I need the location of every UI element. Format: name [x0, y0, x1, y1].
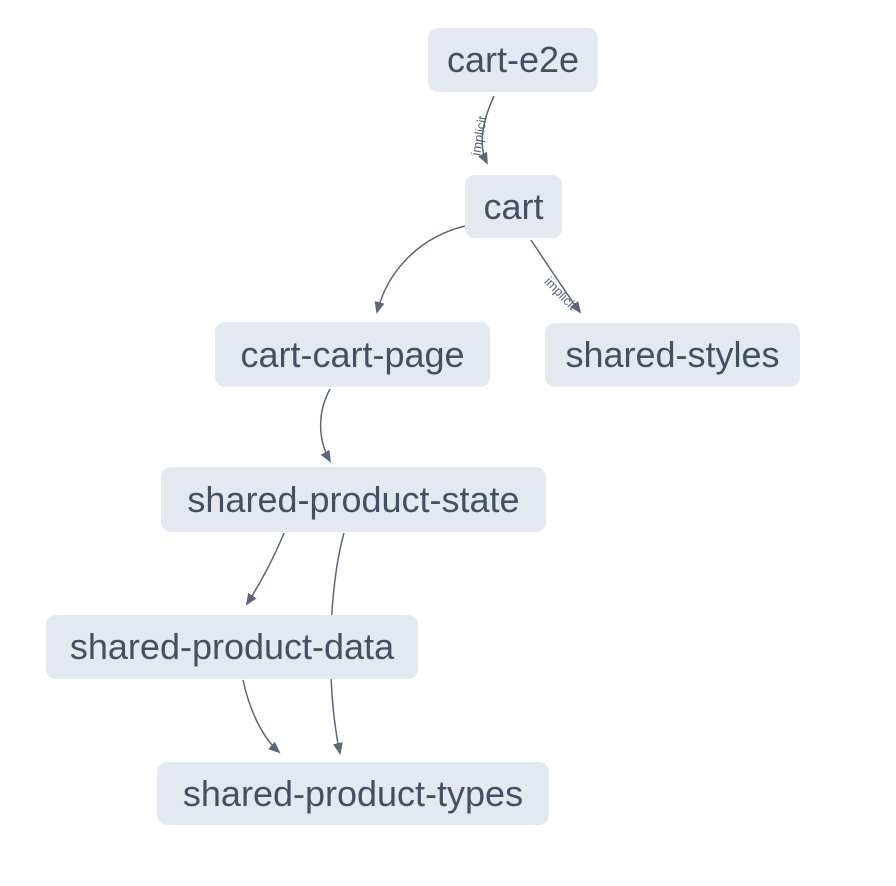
node-label: shared-product-state: [187, 478, 520, 520]
node-label: cart: [483, 185, 544, 227]
edge-label-implicit-shared-styles: implicit: [542, 274, 581, 313]
node-label: shared-product-types: [182, 772, 524, 814]
edge-cart-to-shared-styles: [530, 239, 582, 314]
edge-cart-to-cart-cart-page: [374, 225, 466, 314]
edge-label-implicit-cart-e2e: implicit: [468, 115, 490, 157]
node-shared-product-types[interactable]: shared-product-types: [157, 762, 549, 825]
node-shared-styles[interactable]: shared-styles: [545, 323, 800, 387]
node-cart-cart-page[interactable]: cart-cart-page: [215, 322, 490, 387]
edge-cart-e2e-to-cart: [478, 95, 495, 165]
node-label: cart-e2e: [446, 39, 580, 80]
node-label: shared-styles: [565, 334, 780, 375]
node-cart-e2e[interactable]: cart-e2e: [428, 28, 598, 92]
node-cart[interactable]: cart: [465, 175, 562, 238]
node-label: cart-cart-page: [240, 333, 465, 375]
edge-shared-product-data-to-shared-product-types: [242, 679, 281, 754]
node-shared-product-state[interactable]: shared-product-state: [161, 467, 546, 532]
node-shared-product-data[interactable]: shared-product-data: [46, 615, 418, 679]
node-label: shared-product-data: [69, 626, 395, 667]
edge-shared-product-state-to-shared-product-data: [245, 532, 285, 606]
edge-cart-cart-page-to-shared-product-state: [319, 388, 331, 463]
